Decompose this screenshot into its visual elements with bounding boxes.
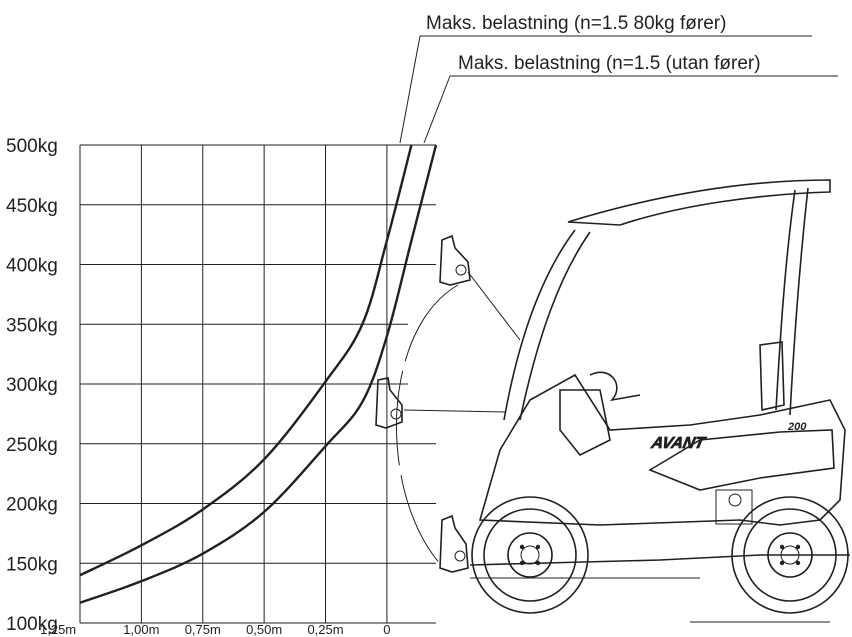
canopy-front-pillar: [503, 229, 576, 421]
y-tick-label: 250kg: [6, 435, 58, 456]
y-tick-label: 450kg: [6, 196, 58, 217]
compact-loader-illustration: AVANT 200: [375, 179, 850, 623]
canopy-rear-pillar: [775, 189, 796, 411]
x-tick-label: 0,75m: [185, 622, 221, 637]
y-tick-label: 200kg: [6, 495, 58, 516]
attachment-plate-top-icon: [439, 234, 471, 286]
x-axis-ticks: 1,25m 1,00m 0,75m 0,50m 0,25m 0: [40, 622, 391, 637]
y-tick-label: 350kg: [6, 315, 58, 336]
seat-back: [759, 341, 785, 411]
x-tick-label: 0: [383, 622, 390, 637]
brand-logo: AVANT: [649, 434, 708, 452]
y-tick-label: 300kg: [6, 375, 58, 396]
chassis-line: [469, 554, 850, 566]
series-line-1: [79, 144, 413, 577]
annotation-leader-line-2: [423, 75, 451, 144]
annotation-label-1: Maks. belastning (n=1.5 80kg fører): [426, 13, 726, 34]
rear-wheel-icon: [731, 496, 849, 614]
series-annotations: Maks. belastning (n=1.5 80kg fører) Maks…: [399, 13, 838, 144]
y-tick-label: 500kg: [6, 136, 58, 157]
seat-front: [559, 389, 611, 457]
annotation-leader-line-1: [399, 35, 421, 144]
y-tick-label: 100kg: [6, 614, 58, 635]
chart-grid: [79, 144, 436, 624]
attachment-plate-bottom-icon: [439, 514, 469, 573]
canopy-roof: [567, 179, 831, 226]
lift-arc: [396, 284, 459, 567]
x-tick-label: 1,00m: [123, 622, 159, 637]
annotation-label-2: Maks. belastning (n=1.5 (utan fører): [458, 53, 761, 74]
series-line-2: [79, 144, 438, 604]
model-number: 200: [787, 421, 807, 433]
x-tick-label: 0,25m: [307, 622, 343, 637]
y-tick-label: 150kg: [6, 554, 58, 575]
chart-series: [79, 144, 438, 604]
y-axis-ticks: 500kg 450kg 400kg 350kg 300kg 250kg 200kg 150kg…: [6, 136, 58, 635]
x-tick-label: 1,25m: [40, 622, 76, 637]
loader-body: [478, 373, 846, 526]
attachment-plate-middle-icon: [375, 377, 403, 429]
engine-block: [715, 489, 753, 525]
front-wheel-icon: [471, 496, 589, 614]
y-tick-label: 400kg: [6, 256, 58, 277]
x-tick-label: 0,50m: [246, 622, 282, 637]
steering-wheel: [589, 371, 641, 402]
